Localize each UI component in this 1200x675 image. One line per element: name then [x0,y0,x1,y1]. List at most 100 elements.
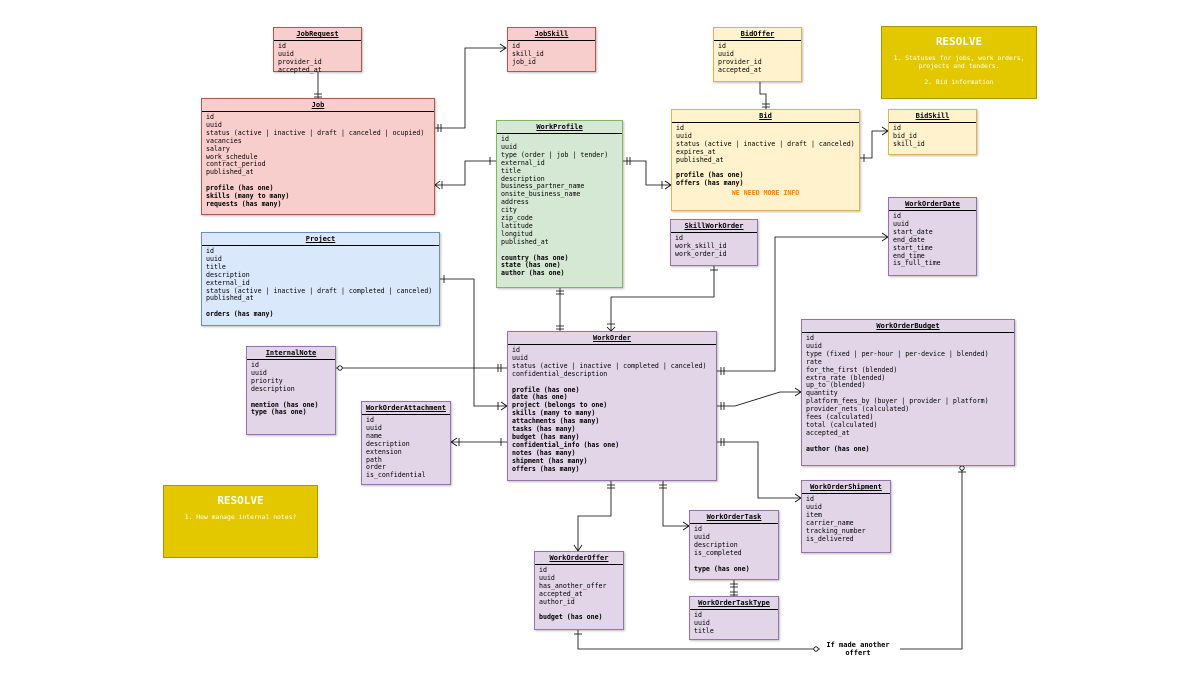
entity-field: expires_at [676,147,716,156]
entity-field: id [501,135,509,143]
entity-field: bid_id [893,131,917,140]
entity-field: order [366,463,386,472]
entity-field: title [694,626,714,635]
entity-relation: shipment (has many) [512,456,588,465]
entity-title: JobSkill [508,28,595,41]
entity-field: business_partner_name [501,182,585,191]
entity-relation: offers (has many) [512,464,580,473]
edge-workorder-offer [577,481,612,551]
entity-field: has_another_offer [539,581,607,590]
resolve-note-top[interactable]: RESOLVE 1. Statuses for jobs, work order… [881,26,1037,99]
edge-shipment-workorder [717,441,801,499]
note-body: 1. Statuses for jobs, work orders,projec… [882,54,1036,86]
entity-field: accepted_at [539,589,583,598]
entity-field: is_delivered [806,534,854,543]
connector-label-line1: If made another [826,641,890,649]
entity-relation: orders (has many) [206,310,274,319]
entity-relation: offers (has many) [676,179,744,188]
entity-field: id [206,113,214,121]
edge-bidoffer-bid [759,82,767,109]
connector-label-line2: offert [845,649,871,657]
entity-field: provider_id [278,57,322,66]
entity-relation: type (has one) [694,564,750,573]
entity-field: skill_id [512,49,544,58]
entity-relation: author (has one) [806,444,870,453]
entity-title: BidSkill [889,110,976,123]
entity-title: WorkOrderShipment [802,481,890,494]
entity-field: platform_fees_by (buyer | provider | pla… [806,397,989,406]
note-line: 2. Bid information [924,78,994,86]
entity-relation: author (has one) [501,269,565,278]
entity-title: InternalNote [247,347,335,360]
resolve-note-left[interactable]: RESOLVE 1. How manage internal notes? [163,485,318,558]
entity-relation: budget (has many) [512,432,580,441]
entity-field: status (active | inactive | draft | canc… [206,128,425,137]
entity-field: onsite_business_name [501,190,581,199]
entity-field: rate [806,357,822,366]
entity-field: author_id [539,597,575,606]
entity-field: description [366,439,410,448]
entity-field: salary [206,144,230,153]
entity-field: total (calculated) [806,420,878,429]
entity-relation: mention (has one) [251,400,319,409]
entity-field: is_completed [694,548,742,557]
entity-field: published_at [501,237,549,246]
entity-title: WorkOrderTask [690,511,778,524]
note-line [886,70,1032,78]
edge-job-workprofile [435,160,496,186]
entity-field: id [806,495,814,503]
entity-field: uuid [501,142,517,151]
entity-field: uuid [806,341,822,350]
entity-field: uuid [893,219,909,228]
entity-field: carrier_name [806,518,854,527]
entity-field: type (order | job | tender) [501,150,609,159]
entity-field: id [676,124,684,132]
entity-field: work_order_id [675,249,727,258]
entity-field: description [694,540,738,549]
entity-relation: confidential_info (has one) [512,440,620,449]
entity-field: quantity [806,389,838,398]
note-line: 1. Statuses for jobs, work orders, [893,54,1025,62]
entity-field: external_id [206,278,250,287]
entity-relation: profile (has one) [512,385,580,394]
entity-relation: project (belongs to one) [512,401,608,410]
entity-title: WorkOrderOffer [535,552,623,565]
entity-title: WorkProfile [497,121,622,134]
entity-field: fees (calculated) [806,413,874,422]
entity-field: uuid [206,254,222,263]
entity-field: accepted_at [718,65,762,74]
entity-field: priority [251,376,283,385]
entity-field: title [501,166,521,175]
entity-field: description [206,270,250,279]
entity-title: Job [202,99,434,112]
edge-workorderdate-workorder [717,236,888,372]
entity-relation: notes (has many) [512,448,576,457]
entity-field: uuid [206,120,222,129]
